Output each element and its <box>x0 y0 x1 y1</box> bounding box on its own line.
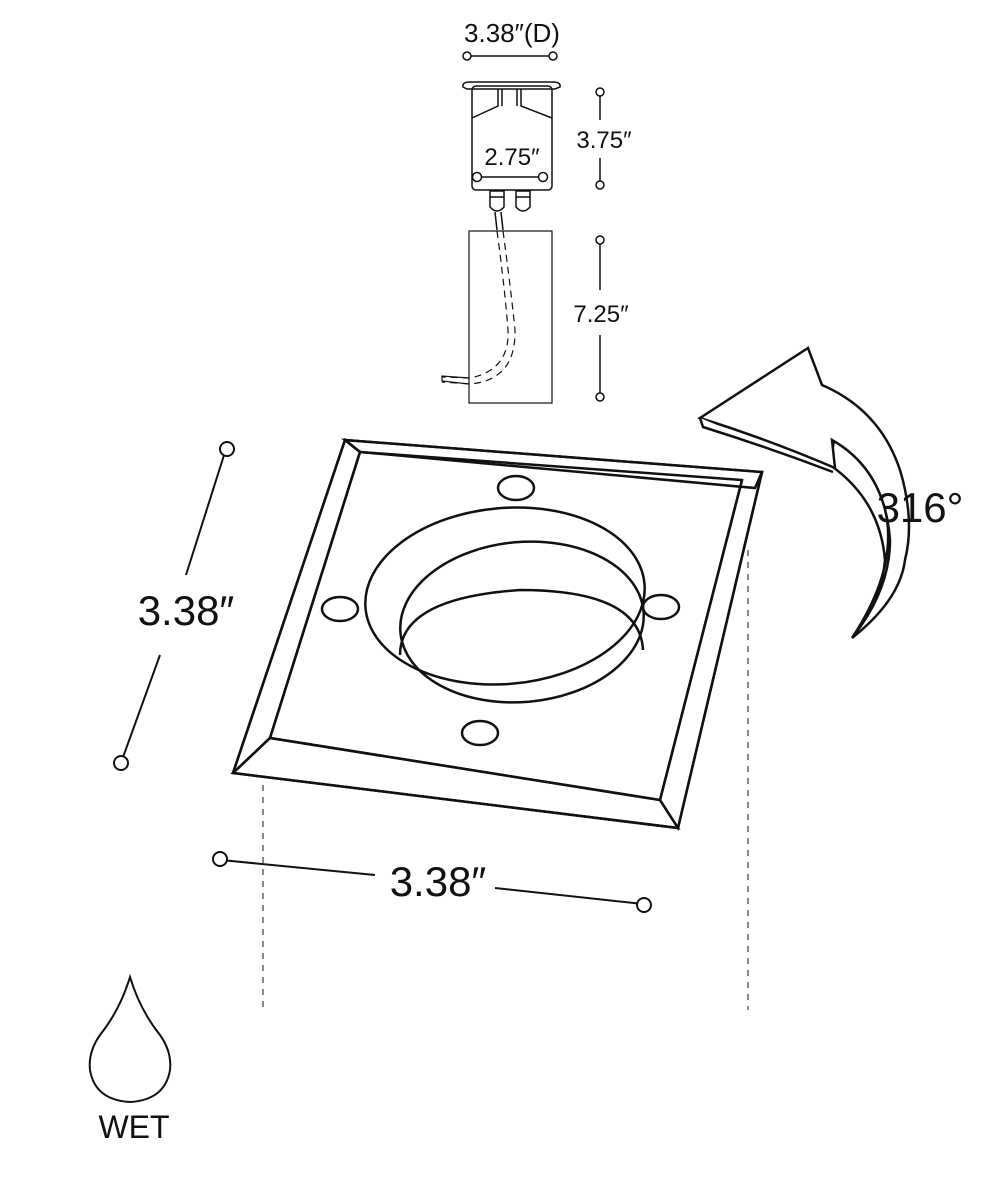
burial-box <box>441 230 553 404</box>
label-box-height: 7.25″ <box>573 301 629 328</box>
label-wet: WET <box>98 1109 169 1145</box>
label-face-height: 3.38″ <box>138 587 235 634</box>
dimension-line-housing-height <box>595 87 605 190</box>
housing-side-view <box>462 81 561 231</box>
label-rotation: 316° <box>877 484 964 531</box>
label-housing-height: 3.75″ <box>576 127 632 154</box>
dimension-line-face-width <box>212 851 652 913</box>
label-diameter: 3.38″(D) <box>464 18 560 48</box>
water-drop-icon <box>88 973 172 1104</box>
dimension-line-box-height <box>595 235 605 402</box>
fixture-face <box>230 437 764 832</box>
label-face-width: 3.38″ <box>390 858 487 905</box>
dimension-line-diameter <box>462 51 558 61</box>
label-housing-width: 2.75″ <box>484 144 540 171</box>
dimension-line-face-height <box>113 441 235 771</box>
projection-lines <box>262 550 749 1010</box>
rotation-arrow-icon <box>697 346 911 639</box>
